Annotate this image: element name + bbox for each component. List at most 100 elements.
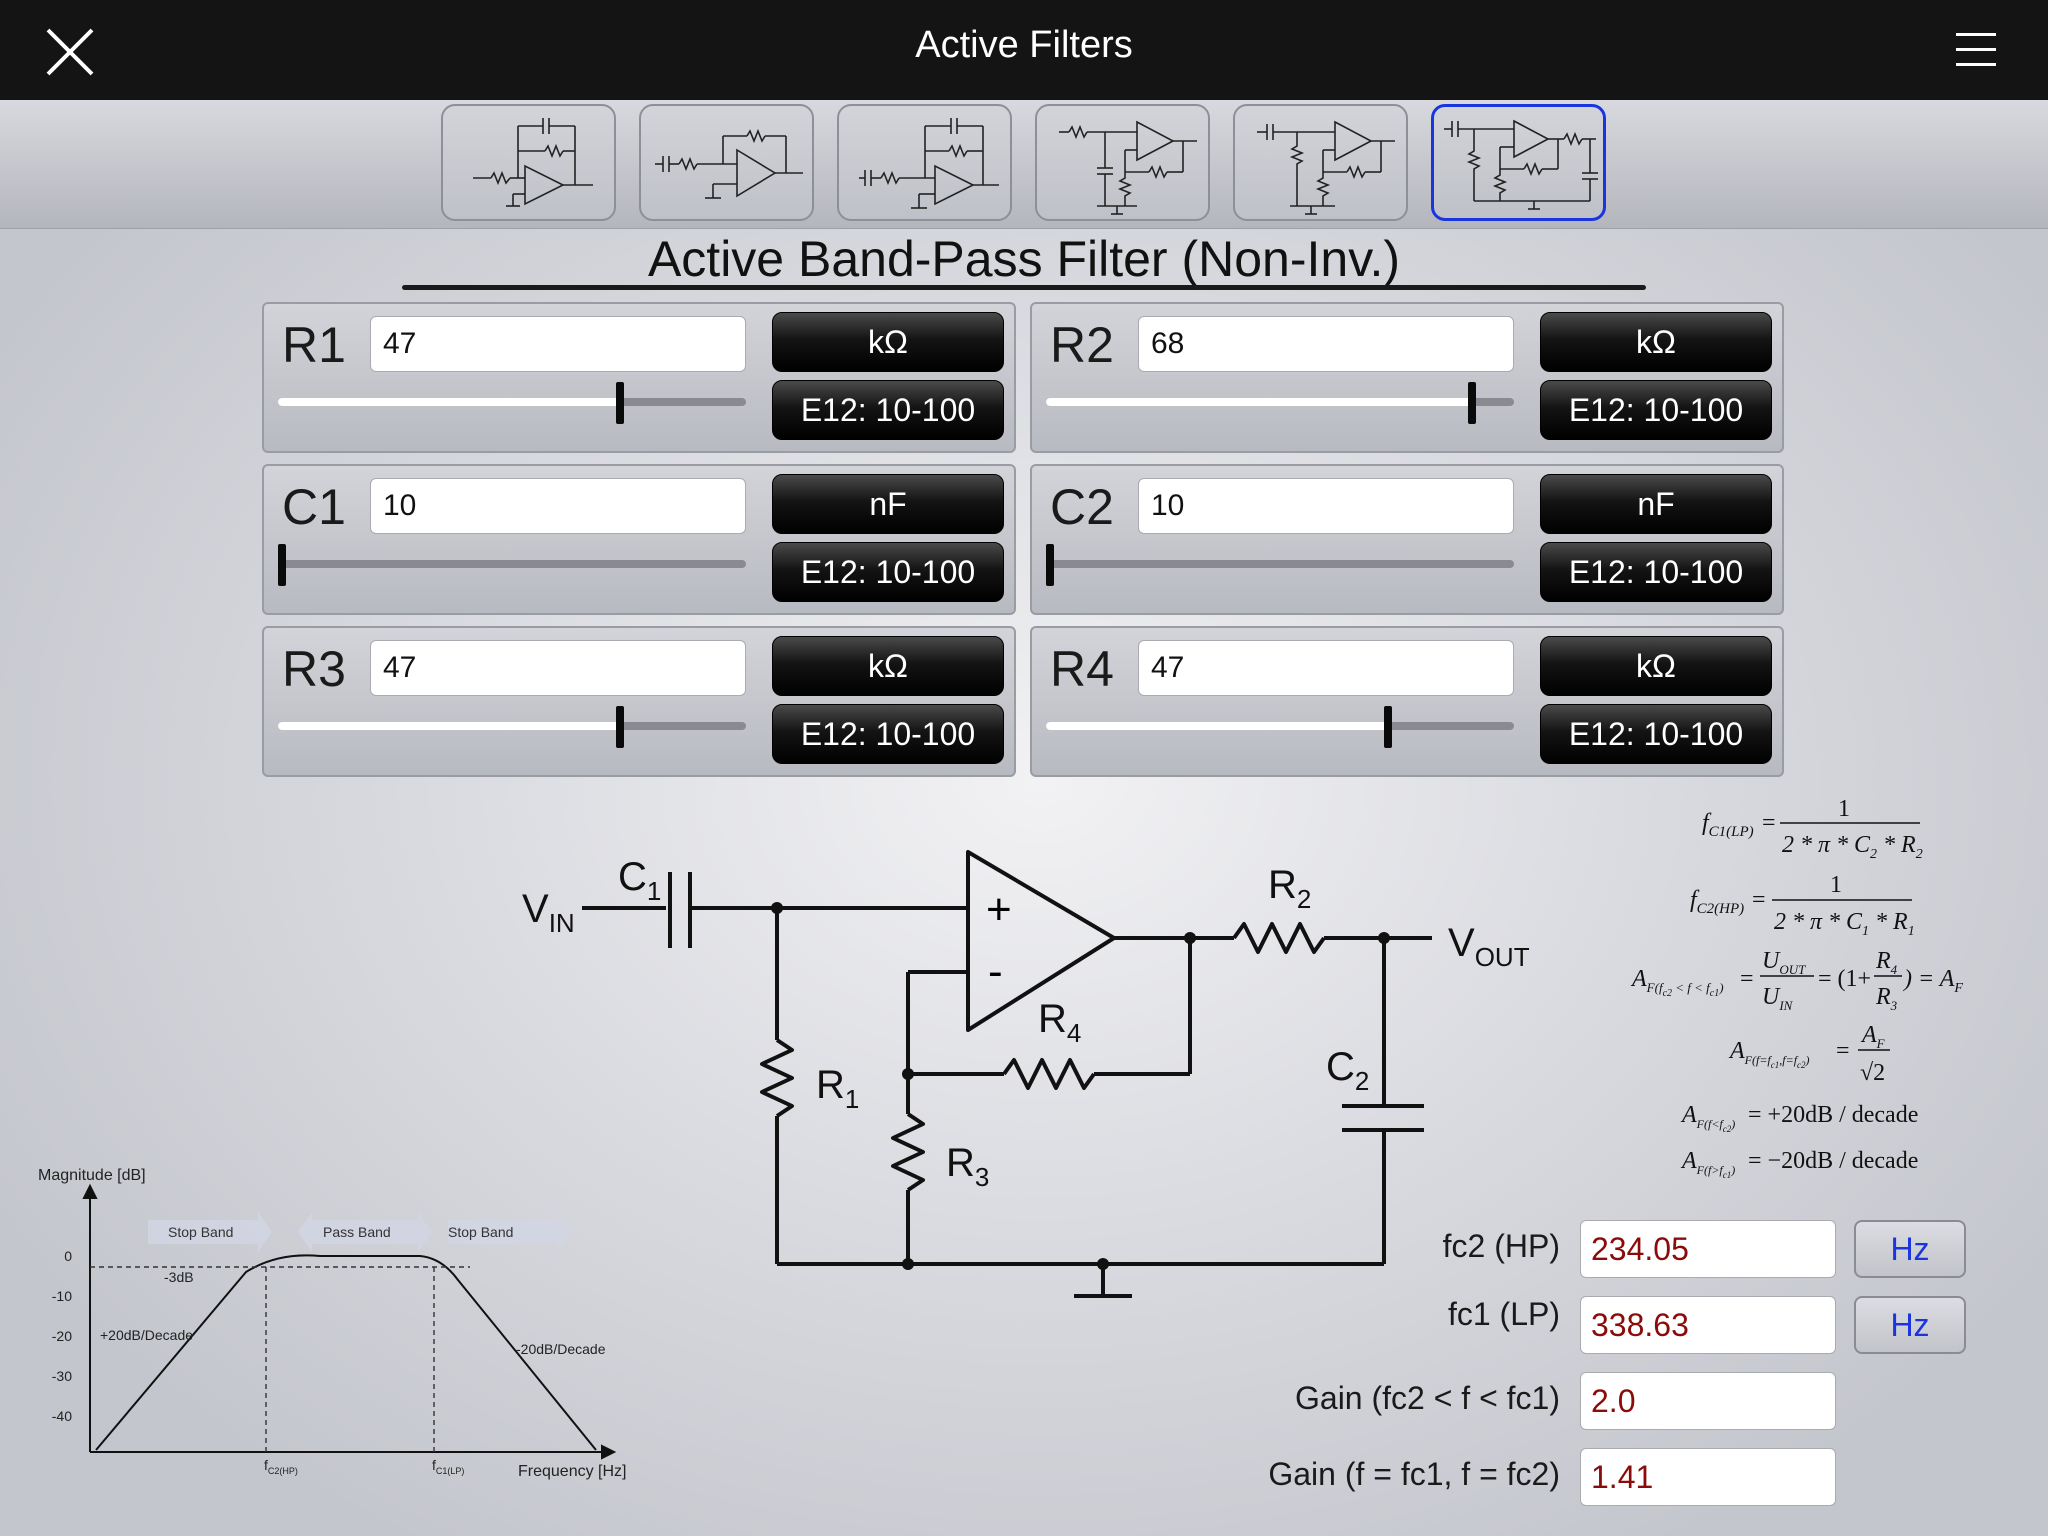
component-label: C1 [282, 479, 346, 535]
svg-text:AF(fc2 < f < fc1): AF(fc2 < f < fc1) [1630, 966, 1724, 999]
band-pass-non-inverting-schematic-icon [1444, 119, 1598, 210]
vin-label: VIN [522, 887, 575, 938]
bode-band-arrows [148, 1212, 572, 1252]
r3-unit-button[interactable]: kΩ [772, 636, 1004, 696]
c1-value-input[interactable] [370, 478, 746, 534]
svg-text:AF(f=fc1,f=fc2): AF(f=fc1,f=fc2) [1728, 1038, 1810, 1070]
panel-c2: C2 nF E12: 10-100 [1030, 464, 1784, 615]
opamp-plus-sign: + [986, 885, 1012, 934]
c1-slider[interactable] [278, 544, 746, 586]
svg-text:AF: AF [1860, 1022, 1886, 1051]
slope-down-label: -20dB/Decade [516, 1341, 606, 1357]
panel-r2: R2 kΩ E12: 10-100 [1030, 302, 1784, 453]
r1-series-button[interactable]: E12: 10-100 [772, 380, 1004, 440]
r4-label: R4 [1038, 997, 1081, 1048]
c2-label: C2 [1326, 1045, 1369, 1096]
thumb-band-pass-inverting[interactable] [837, 104, 1012, 221]
slider-track [1046, 560, 1514, 568]
svg-text:AF(f>fc1): AF(f>fc1) [1680, 1148, 1735, 1180]
thumb-low-pass-inverting[interactable] [441, 104, 616, 221]
high-pass-inverting-schematic-icon [655, 128, 803, 199]
svg-text:=: = [1836, 1038, 1850, 1064]
formula-fc2-hp: fC2(HP) = 1 2 * π * C1 * R1 [1690, 872, 1915, 939]
formula-panel: fC1(LP) = 1 2 * π * C2 * R2 fC2(HP) = 1 … [1630, 796, 1963, 1180]
r2-slider[interactable] [1046, 382, 1514, 424]
r1-slider[interactable] [278, 382, 746, 424]
slider-knob[interactable] [278, 544, 286, 586]
hamburger-menu-icon[interactable] [1956, 30, 1996, 70]
slider-knob[interactable] [1383, 706, 1392, 748]
r2-value-input[interactable] [1138, 316, 1514, 372]
fc1-result-label: fc1 (LP) [1447, 1296, 1560, 1332]
svg-text:1: 1 [1830, 872, 1842, 898]
formula-slopes: AF(f<fc2) = +20dB / decade AF(f>fc1) = −… [1680, 1102, 1918, 1180]
c1-series-button[interactable]: E12: 10-100 [772, 542, 1004, 602]
svg-text:fC1(LP): fC1(LP) [1702, 810, 1754, 840]
r2-unit-button[interactable]: kΩ [1540, 312, 1772, 372]
svg-text:=: = [1740, 966, 1754, 992]
corner-gain-label: Gain (f = fc1, f = fc2) [1268, 1456, 1560, 1492]
svg-text:fC2(HP): fC2(HP) [1690, 887, 1744, 917]
close-icon[interactable] [44, 26, 96, 78]
r3-series-button[interactable]: E12: 10-100 [772, 704, 1004, 764]
slider-knob[interactable] [615, 382, 624, 424]
r4-series-button[interactable]: E12: 10-100 [1540, 704, 1772, 764]
page-title: Active Band-Pass Filter (Non-Inv.) [647, 231, 1401, 287]
slider-fill [1046, 722, 1388, 730]
bode-y-tick: -40 [52, 1408, 72, 1424]
component-label: R3 [282, 641, 346, 697]
c1-unit-button[interactable]: nF [772, 474, 1004, 534]
fc2-result-label: fc2 (HP) [1442, 1228, 1560, 1264]
fc1-unit-button[interactable]: Hz [1854, 1296, 1966, 1354]
component-label: R1 [282, 317, 346, 373]
svg-text:2 * π * C2 * R2: 2 * π * C2 * R2 [1782, 832, 1923, 862]
slider-knob[interactable] [1046, 544, 1054, 586]
thumb-low-pass-non-inverting[interactable] [1035, 104, 1210, 221]
r4-value-input[interactable] [1138, 640, 1514, 696]
thumb-high-pass-non-inverting[interactable] [1233, 104, 1408, 221]
r4-slider[interactable] [1046, 706, 1514, 748]
c1-label: C1 [618, 855, 661, 906]
svg-text:2 * π * C1 * R1: 2 * π * C1 * R1 [1774, 909, 1915, 939]
r1-unit-button[interactable]: kΩ [772, 312, 1004, 372]
svg-text:√2: √2 [1860, 1060, 1885, 1086]
slope-up-label: +20dB/Decade [100, 1327, 193, 1343]
fc2-unit-button[interactable]: Hz [1854, 1220, 1966, 1278]
low-pass-non-inverting-schematic-icon [1059, 120, 1197, 215]
passband-gain-value: 2.0 [1580, 1372, 1836, 1430]
fc1-marker-label: fC1(LP) [432, 1457, 464, 1476]
svg-text:1: 1 [1838, 796, 1850, 822]
r3-slider[interactable] [278, 706, 746, 748]
c2-series-button[interactable]: E12: 10-100 [1540, 542, 1772, 602]
band-pass-inverting-schematic-icon [859, 118, 999, 209]
r1-label: R1 [816, 1063, 859, 1114]
fc1-result-value: 338.63 [1580, 1296, 1836, 1354]
svg-text:= −20dB / decade: = −20dB / decade [1748, 1148, 1918, 1174]
panel-r4: R4 kΩ E12: 10-100 [1030, 626, 1784, 777]
component-label: R2 [1050, 317, 1114, 373]
thumb-high-pass-inverting[interactable] [639, 104, 814, 221]
r1-value-input[interactable] [370, 316, 746, 372]
bode-y-tick: -30 [52, 1368, 72, 1384]
slider-knob[interactable] [1467, 382, 1476, 424]
svg-text:UOUT: UOUT [1762, 948, 1806, 977]
filter-type-strip [0, 100, 2048, 229]
slider-fill [278, 398, 620, 406]
slider-knob[interactable] [615, 706, 624, 748]
slider-fill [1046, 398, 1472, 406]
formula-fc1-lp: fC1(LP) = 1 2 * π * C2 * R2 [1702, 796, 1923, 862]
c2-unit-button[interactable]: nF [1540, 474, 1772, 534]
minus-3db-label: -3dB [164, 1269, 194, 1285]
title-underline [402, 285, 1646, 290]
band-label-pass: Pass Band [323, 1224, 391, 1240]
r3-value-input[interactable] [370, 640, 746, 696]
bode-y-tick: -20 [52, 1328, 72, 1344]
thumb-band-pass-non-inverting[interactable] [1431, 104, 1606, 221]
c2-value-input[interactable] [1138, 478, 1514, 534]
r2-series-button[interactable]: E12: 10-100 [1540, 380, 1772, 440]
c2-slider[interactable] [1046, 544, 1514, 586]
r4-unit-button[interactable]: kΩ [1540, 636, 1772, 696]
component-label: C2 [1050, 479, 1114, 535]
svg-text:UIN: UIN [1762, 984, 1794, 1013]
